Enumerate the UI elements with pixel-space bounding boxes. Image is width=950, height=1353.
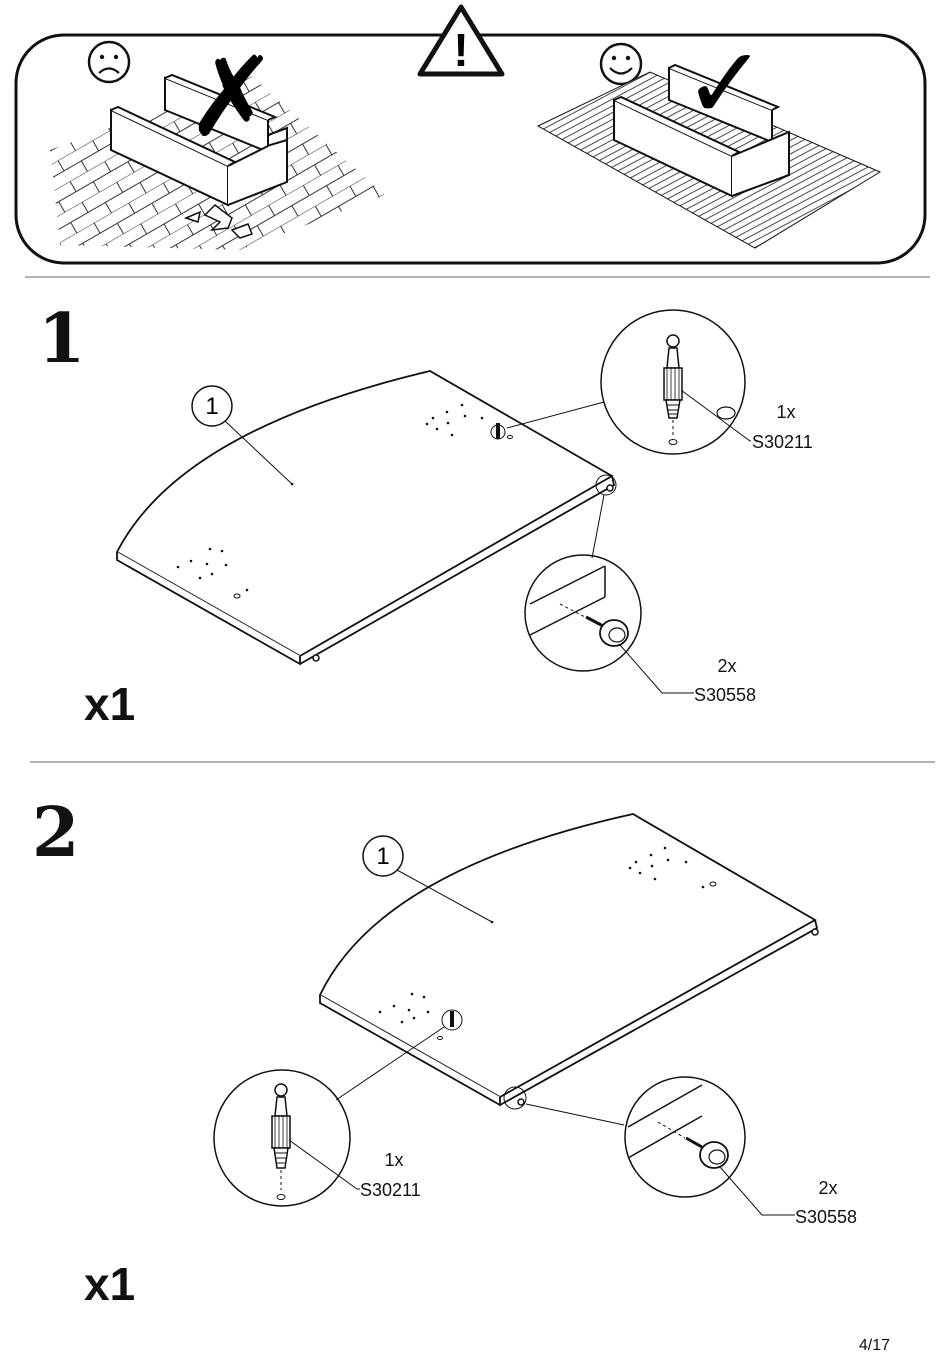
warning-triangle-icon: ! xyxy=(417,4,505,77)
svg-text:1: 1 xyxy=(205,393,218,420)
dowel-count: 1x xyxy=(776,402,795,422)
warning-panel: ! xyxy=(14,4,927,265)
good-carpet-illustration: ✓ xyxy=(536,25,882,249)
dowel-code: S30211 xyxy=(360,1180,421,1200)
pin-count: 2x xyxy=(717,656,736,676)
panel-board xyxy=(115,370,617,666)
panel-quantity: x1 xyxy=(84,678,135,730)
sad-face-icon xyxy=(87,40,131,84)
cross-mark-icon: ✗ xyxy=(186,33,278,161)
dowel-callout: 1x S30211 xyxy=(506,309,813,455)
dowel-count: 1x xyxy=(384,1150,403,1170)
bad-hard-floor-illustration: ✗ xyxy=(50,33,385,250)
check-mark-icon: ✓ xyxy=(683,25,767,142)
svg-text:1: 1 xyxy=(376,843,389,870)
pin-count: 2x xyxy=(818,1178,837,1198)
smiley-face-icon xyxy=(599,42,643,86)
step-number: 2 xyxy=(32,793,79,873)
dowel-callout: 1x S30211 xyxy=(213,1026,445,1207)
pin-code: S30558 xyxy=(694,685,756,705)
pin-icon xyxy=(685,1136,729,1169)
panel-quantity: x1 xyxy=(84,1258,135,1310)
panel-board xyxy=(318,813,819,1110)
step-1: 1 x1 xyxy=(38,299,813,730)
dowel-code: S30211 xyxy=(752,432,813,452)
dowel-icon xyxy=(271,1083,291,1200)
pin-callout: 2x S30558 xyxy=(524,494,756,705)
part-label-1: 1 xyxy=(191,385,293,485)
dowel-icon xyxy=(663,334,736,445)
page-number: 4/17 xyxy=(859,1337,890,1353)
pin-callout: 2x S30558 xyxy=(525,1076,857,1227)
pin-code: S30558 xyxy=(795,1207,857,1227)
step-2: 2 x1 1 xyxy=(32,793,857,1310)
pin-icon xyxy=(585,615,629,647)
part-label-1: 1 xyxy=(362,835,493,923)
exclamation-mark: ! xyxy=(453,24,468,76)
step-number: 1 xyxy=(38,299,85,379)
